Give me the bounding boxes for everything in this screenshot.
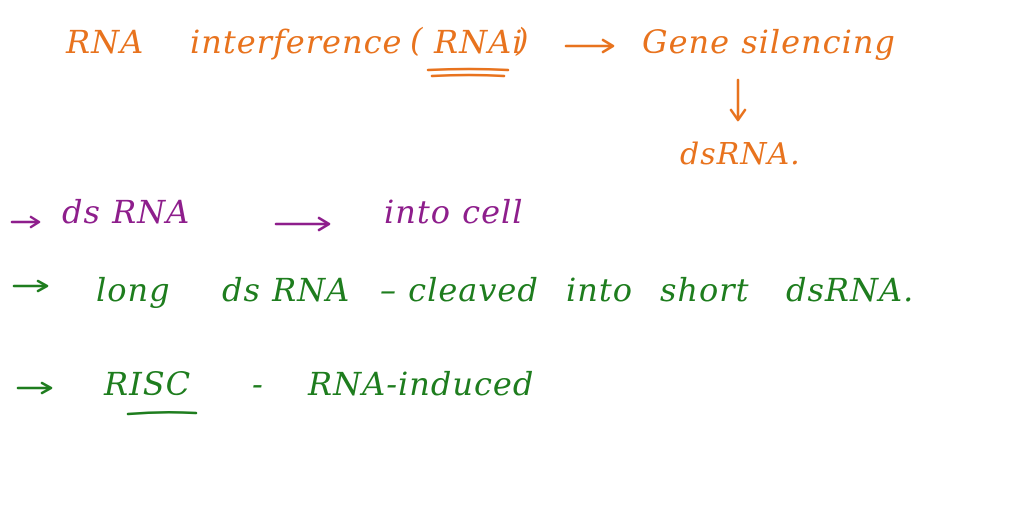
rnai-text: RNAi	[434, 23, 524, 61]
interference-text: interference	[190, 23, 403, 61]
short-text: short	[660, 271, 750, 309]
cleaved-text: – cleaved	[380, 271, 539, 309]
risc-text: RISC	[104, 365, 192, 403]
arrow-right-icon	[274, 216, 331, 232]
rnai-underline-1	[426, 67, 510, 72]
paren-open: (	[410, 21, 424, 59]
long-text: long	[96, 271, 171, 309]
dsrna-text-purple: ds RNA	[62, 193, 191, 231]
bullet-arrow-icon	[12, 279, 49, 293]
bullet-arrow-icon	[16, 381, 53, 395]
gene-silencing-text: Gene silencing	[642, 23, 896, 61]
bullet-arrow-icon	[10, 215, 41, 229]
rna-induced-text: RNA-induced	[308, 365, 535, 403]
into-text: into	[566, 271, 633, 309]
dsrna-text-green-2: dsRNA.	[786, 271, 915, 309]
dsrna-text-green: ds RNA	[222, 271, 351, 309]
arrow-down-icon	[729, 78, 747, 122]
risc-underline	[126, 410, 198, 416]
into-cell-text: into cell	[384, 193, 524, 231]
dash-text: -	[252, 365, 264, 403]
rnai-underline-2	[430, 73, 506, 78]
rna-text: RNA	[66, 23, 145, 61]
paren-close: )	[516, 21, 530, 59]
dsrna-text-orange: dsRNA.	[680, 137, 801, 172]
arrow-right-icon	[564, 38, 615, 54]
